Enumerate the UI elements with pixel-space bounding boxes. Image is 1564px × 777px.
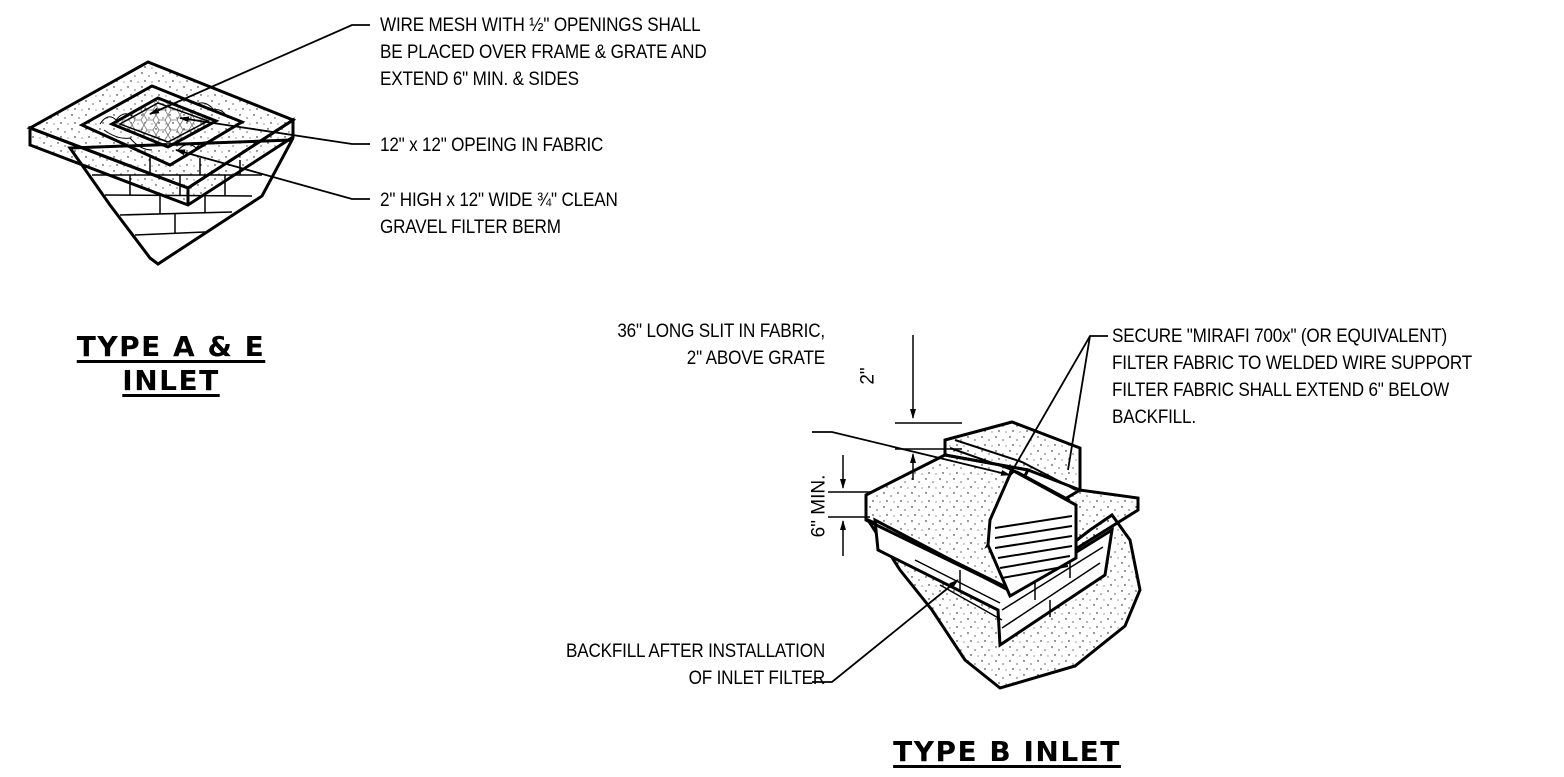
type-ae-title-line2: INLET bbox=[122, 364, 220, 397]
filter-fabric-note-line: BACKFILL. bbox=[1112, 407, 1196, 428]
filter-fabric-note-line: FILTER FABRIC SHALL EXTEND 6" BELOW bbox=[1112, 380, 1450, 401]
type-b-title: TYPE B INLET bbox=[862, 735, 1152, 769]
fabric-opening-note: 12" x 12" OPEING IN FABRIC bbox=[380, 132, 603, 159]
backfill-depth-dimension: 6" MIN. bbox=[808, 474, 830, 538]
wire-mesh-note-line: BE PLACED OVER FRAME & GRATE AND bbox=[380, 42, 707, 63]
type-ae-title-line1: TYPE A & E bbox=[76, 330, 266, 363]
backfill-note: BACKFILL AFTER INSTALLATION OF INLET FIL… bbox=[506, 638, 826, 692]
slit-note-line: 2" ABOVE GRATE bbox=[686, 348, 825, 369]
gravel-berm-note-line: GRAVEL FILTER BERM bbox=[380, 217, 561, 238]
type-b-inlet-drawing bbox=[812, 335, 1142, 690]
type-b-title-text: TYPE B INLET bbox=[893, 735, 1121, 768]
wire-mesh-note-line: WIRE MESH WITH ½" OPENINGS SHALL bbox=[380, 15, 701, 36]
gravel-berm-note: 2" HIGH x 12" WIDE ¾" CLEAN GRAVEL FILTE… bbox=[380, 187, 618, 241]
wire-mesh-note: WIRE MESH WITH ½" OPENINGS SHALL BE PLAC… bbox=[380, 12, 707, 93]
backfill-note-line: BACKFILL AFTER INSTALLATION bbox=[566, 641, 825, 662]
type-ae-inlet-drawing bbox=[26, 24, 370, 266]
filter-fabric-note-line: SECURE "MIRAFI 700x" (OR EQUIVALENT) bbox=[1112, 326, 1448, 347]
wire-mesh-note-line: EXTEND 6" MIN. & SIDES bbox=[380, 69, 579, 90]
slit-note: 36" LONG SLIT IN FABRIC, 2" ABOVE GRATE bbox=[506, 318, 825, 372]
backfill-note-line: OF INLET FILTER bbox=[688, 668, 826, 689]
slit-height-dimension: 2" bbox=[857, 367, 879, 385]
type-ae-title: TYPE A & E INLET bbox=[60, 330, 282, 398]
slit-note-line: 36" LONG SLIT IN FABRIC, bbox=[617, 321, 825, 342]
fabric-opening-note-line: 12" x 12" OPEING IN FABRIC bbox=[380, 135, 604, 156]
filter-fabric-note-line: FILTER FABRIC TO WELDED WIRE SUPPORT bbox=[1112, 353, 1472, 374]
filter-fabric-note: SECURE "MIRAFI 700x" (OR EQUIVALENT) FIL… bbox=[1112, 323, 1472, 431]
gravel-berm-note-line: 2" HIGH x 12" WIDE ¾" CLEAN bbox=[380, 190, 618, 211]
